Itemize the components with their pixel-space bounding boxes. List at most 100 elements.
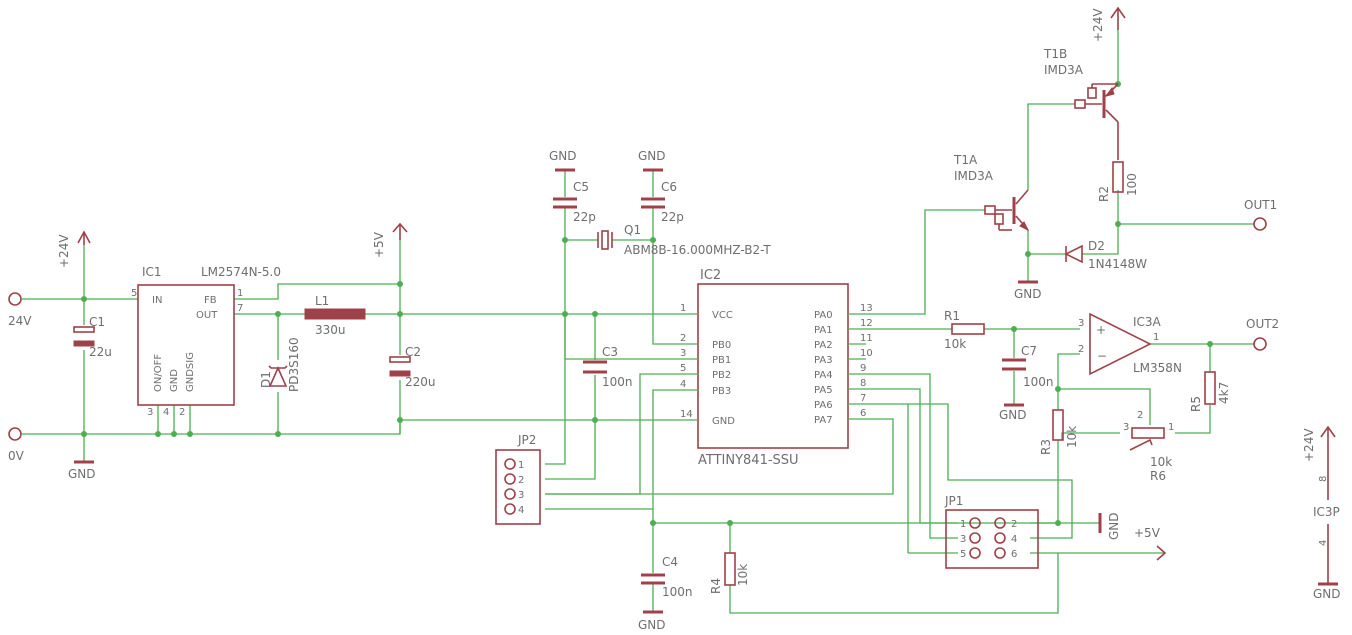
- svg-text:100n: 100n: [1023, 375, 1054, 389]
- ic2-pin-label: PA0: [814, 310, 833, 321]
- svg-text:10k: 10k: [736, 564, 750, 586]
- svg-text:100: 100: [1125, 173, 1139, 196]
- svg-text:220u: 220u: [405, 375, 436, 389]
- svg-text:5: 5: [131, 288, 137, 299]
- wire-fb: [234, 283, 400, 300]
- svg-text:+5V: +5V: [1134, 526, 1161, 540]
- svg-text:8: 8: [1318, 476, 1329, 482]
- svg-text:2: 2: [1078, 344, 1084, 355]
- svg-text:IMD3A: IMD3A: [1044, 63, 1084, 77]
- svg-text:GND: GND: [999, 408, 1027, 422]
- ic2-pin-label: PA7: [814, 415, 833, 426]
- svg-text:C6: C6: [661, 180, 677, 194]
- resistor-r4: R4 10k: [709, 552, 750, 594]
- svg-text:10k: 10k: [1065, 426, 1079, 448]
- terminal-24v: [8, 292, 22, 306]
- svg-text:1: 1: [1168, 422, 1174, 433]
- svg-text:L1: L1: [315, 294, 329, 308]
- wire-pb1: [564, 240, 680, 360]
- svg-text:2: 2: [179, 407, 185, 418]
- ic2-pin-number: 10: [860, 348, 873, 359]
- svg-text:−: −: [1097, 349, 1107, 363]
- svg-text:R3: R3: [1039, 439, 1053, 455]
- svg-text:ABM8B-16.000MHZ-B2-T: ABM8B-16.000MHZ-B2-T: [624, 243, 771, 257]
- header-jp2: JP2 1 2 3 4: [495, 433, 541, 525]
- diode-d1: D1 PD3S160: [259, 337, 301, 392]
- ic2-pin-label: PA5: [814, 385, 833, 396]
- ic2-pin-label: PA2: [814, 340, 833, 351]
- svg-text:3: 3: [1078, 318, 1084, 329]
- svg-text:JP1: JP1: [944, 494, 963, 508]
- svg-text:GND: GND: [1313, 587, 1341, 601]
- capacitor-c7: C7 100n GND: [999, 344, 1054, 422]
- svg-text:3: 3: [1123, 422, 1129, 433]
- svg-text:1N4148W: 1N4148W: [1088, 257, 1147, 271]
- ic2-pin-label: GND: [712, 416, 735, 427]
- diode-d2: D2 1N4148W: [1064, 239, 1147, 271]
- wire-pa0-t1a: [866, 209, 985, 315]
- svg-text:D2: D2: [1088, 239, 1105, 253]
- power-input-section: 24V 0V +24V GND: [8, 222, 680, 481]
- svg-text:IC1: IC1: [142, 265, 162, 279]
- svg-text:3: 3: [518, 490, 524, 501]
- svg-text:R2: R2: [1097, 186, 1111, 202]
- ic2-microcontroller: IC2 ATTINY841-SSU 1VCC2PB03PB15PB24PB314…: [680, 268, 873, 468]
- svg-text:C2: C2: [405, 345, 421, 359]
- supply-5v-right-icon: +5V: [1134, 526, 1167, 561]
- svg-text:JP2: JP2: [517, 433, 536, 447]
- svg-text:OUT: OUT: [196, 310, 218, 321]
- capacitor-c5: C5 22p GND: [549, 149, 596, 224]
- inductor-l1: L1 330u: [304, 294, 366, 337]
- svg-text:OUT1: OUT1: [1244, 198, 1277, 212]
- svg-text:+: +: [1096, 323, 1106, 337]
- svg-text:IC3P: IC3P: [1313, 505, 1340, 519]
- svg-text:C1: C1: [89, 315, 105, 329]
- wire-pa6-jp1: [866, 403, 1073, 539]
- ic1-regulator: IC1 LM2574N-5.0 IN FB OUT 5 1 7 ON/OFF G…: [131, 265, 281, 418]
- svg-text:22p: 22p: [573, 210, 596, 224]
- svg-text:PD3S160: PD3S160: [287, 337, 301, 392]
- svg-text:2: 2: [518, 475, 524, 486]
- resistor-r1: R1 10k: [944, 309, 985, 351]
- svg-text:GND: GND: [1014, 287, 1042, 301]
- svg-text:1: 1: [960, 519, 966, 530]
- opamp-ic3a: + − 3 2 1 IC3A LM358N: [1078, 312, 1182, 376]
- ic2-pin-number: 6: [860, 408, 866, 419]
- svg-text:LM2574N-5.0: LM2574N-5.0: [201, 265, 281, 279]
- ic2-pin-label: PB2: [712, 370, 731, 381]
- wire-r6-wiper: [1058, 388, 1151, 425]
- ic2-pin-number: 1: [680, 303, 686, 314]
- svg-text:R1: R1: [944, 309, 960, 323]
- crystal-q1: Q1 ABM8B-16.000MHZ-B2-T: [597, 223, 771, 257]
- potentiometer-r6: 3 2 1 10k R6: [1123, 410, 1174, 483]
- svg-text:R6: R6: [1150, 469, 1166, 483]
- ic2-pin-label: PA4: [814, 370, 833, 381]
- ground-left-label: GND: [68, 467, 96, 481]
- resistor-r3: R3 10k: [1039, 409, 1079, 455]
- svg-text:3: 3: [960, 534, 966, 545]
- ic2-pin-number: 13: [860, 303, 873, 314]
- ic2-pin-number: 9: [860, 363, 866, 374]
- svg-text:100n: 100n: [662, 585, 693, 599]
- capacitor-c2: C2 220u: [389, 345, 436, 389]
- terminal-0v-label: 0V: [8, 449, 25, 463]
- svg-text:3: 3: [147, 407, 153, 418]
- wire-pa7: [545, 418, 894, 495]
- svg-text:Q1: Q1: [624, 223, 641, 237]
- terminal-0v: [8, 427, 22, 441]
- ic3p-power: +24V 8 IC3P 4 GND: [1302, 425, 1341, 601]
- svg-text:+5V: +5V: [372, 231, 386, 258]
- ic2-pin-number: 4: [680, 379, 686, 390]
- svg-text:7: 7: [237, 303, 243, 314]
- supply-5v-top-icon: +5V: [372, 222, 408, 258]
- ground-jp1-icon: GND: [1098, 512, 1121, 540]
- svg-text:10k: 10k: [1150, 455, 1172, 469]
- svg-text:IC2: IC2: [700, 268, 721, 283]
- svg-text:R4: R4: [709, 578, 723, 594]
- ground-left-icon: GND: [68, 460, 96, 481]
- ic2-pin-label: PA3: [814, 355, 833, 366]
- svg-text:1: 1: [1153, 332, 1159, 343]
